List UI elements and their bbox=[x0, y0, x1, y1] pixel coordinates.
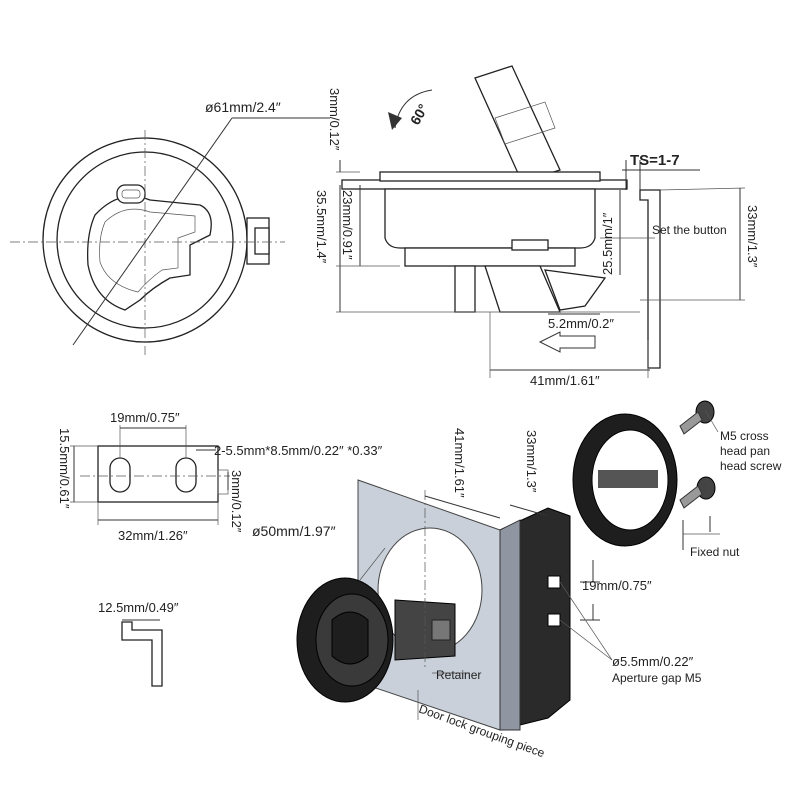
diameter-label: ø61mm/2.4″ bbox=[205, 99, 281, 115]
aperture-label: Aperture gap M5 bbox=[612, 671, 702, 685]
dim-3mm-slot: 3mm/0.12″ bbox=[229, 470, 244, 533]
fixed-nut-label: Fixed nut bbox=[690, 545, 740, 559]
dim-41mm-vert: 41mm/1.61″ bbox=[452, 428, 467, 498]
bracket-side-view: 12.5mm/0.49″ bbox=[98, 600, 179, 687]
screw-label-3: head screw bbox=[720, 459, 782, 473]
dim-5-2mm: 5.2mm/0.2″ bbox=[548, 316, 614, 331]
dim-23mm: 23mm/0.91″ bbox=[340, 190, 355, 260]
ts-label: TS=1-7 bbox=[630, 152, 680, 169]
dim-5-5mm: ø5.5mm/0.22″ bbox=[612, 654, 694, 669]
retainer-label: Retainer bbox=[436, 668, 481, 682]
screw-top bbox=[679, 400, 715, 435]
dim-25-5mm: 25.5mm/1″ bbox=[600, 212, 615, 275]
dim-33mm-right: 33mm/1.3″ bbox=[745, 205, 760, 268]
screw-bottom bbox=[679, 476, 716, 509]
screw-label-2: head pan bbox=[720, 444, 770, 458]
dim-35-5mm: 35.5mm/1.4″ bbox=[314, 190, 329, 264]
angle-label: 60° bbox=[407, 101, 431, 127]
dim-3mm-top: 3mm/0.12″ bbox=[327, 88, 342, 151]
dim-32mm: 32mm/1.26″ bbox=[118, 528, 188, 543]
set-button-label: Set the button bbox=[652, 223, 727, 237]
slot-size-label: 2-5.5mm*8.5mm/0.22″ *0.33″ bbox=[214, 443, 383, 458]
front-view: ø61mm/2.4″ bbox=[10, 99, 330, 355]
dim-19mm-right: 19mm/0.75″ bbox=[582, 578, 652, 593]
dim-41mm-bottom: 41mm/1.61″ bbox=[530, 373, 600, 388]
exploded-view: 41mm/1.61″ 33mm/1.3″ ø50mm/1.97″ M5 cros… bbox=[252, 400, 782, 760]
dim-33mm-vert: 33mm/1.3″ bbox=[524, 430, 539, 493]
dim-19mm-left: 19mm/0.75″ bbox=[110, 410, 180, 425]
screw-label-1: M5 cross bbox=[720, 429, 769, 443]
dim-12-5mm: 12.5mm/0.49″ bbox=[98, 600, 179, 615]
side-view: 60° 3mm/0.12″ 23mm/0.9 bbox=[314, 65, 760, 388]
dim-50mm: ø50mm/1.97″ bbox=[252, 523, 336, 539]
bracket-front-view: 19mm/0.75″ 15.5mm/0.61″ 2-5.5mm*8.5mm/0.… bbox=[57, 410, 383, 543]
dim-15-5mm: 15.5mm/0.61″ bbox=[57, 428, 72, 509]
